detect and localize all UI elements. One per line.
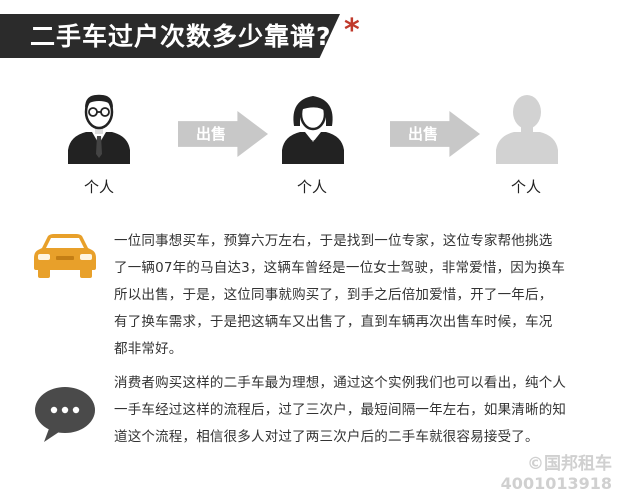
businessman-icon [66,92,132,164]
person-silhouette-icon [494,92,560,164]
conclusion-line: 消费者购买这样的二手车最为理想，通过这个实例我们也可以看出，纯个人 [114,375,567,391]
story-line: 有了换车需求，于是把这辆车又出售了，直到车辆再次出售车时候，车况 [114,314,553,330]
story-line: 所以出售，于是，这位同事就购买了，到手之后倍加爱惜，开了一年后， [114,287,553,303]
sell-label: 出售 [408,125,439,143]
title-star: * [344,13,360,48]
person-label: 个人 [510,178,541,196]
watermark-phone: 4001013918 [500,474,612,493]
story-line: 一位同事想买车，预算六万左右，于是找到一位专家，这位专家帮他挑选 [114,233,553,249]
title-banner [0,14,340,58]
watermark-brand: ©国邦租车 [527,454,612,474]
person-label: 个人 [296,178,327,196]
conclusion-line: 一手车经过这样的流程后，过了三次户，最短间隔一年左右，如果清晰的知 [114,402,567,418]
page-title: 二手车过户次数多少靠谱? [30,22,332,51]
speech-bubble-icon [34,386,96,448]
story-line: 都非常好。 [114,341,183,357]
person-label: 个人 [83,178,114,196]
story-paragraph: 一位同事想买车，预算六万左右，于是找到一位专家，这位专家帮他挑选 了一辆07年的… [114,228,594,363]
story-line: 了一辆07年的马自达3，这辆车曾经是一位女士驾驶，非常爱惜，因为换车 [114,260,566,276]
conclusion-paragraph: 消费者购买这样的二手车最为理想，通过这个实例我们也可以看出，纯个人 一手车经过这… [114,370,594,451]
sell-label: 出售 [196,125,227,143]
businesswoman-icon [280,92,346,164]
conclusion-line: 道这个流程，相信很多人对过了两三次户后的二手车就很容易接受了。 [114,429,539,445]
sell-arrow: 出售 [178,111,268,157]
watermark: ©国邦租车 4001013918 [501,454,612,494]
sell-arrow: 出售 [390,111,480,157]
car-icon [34,232,96,282]
